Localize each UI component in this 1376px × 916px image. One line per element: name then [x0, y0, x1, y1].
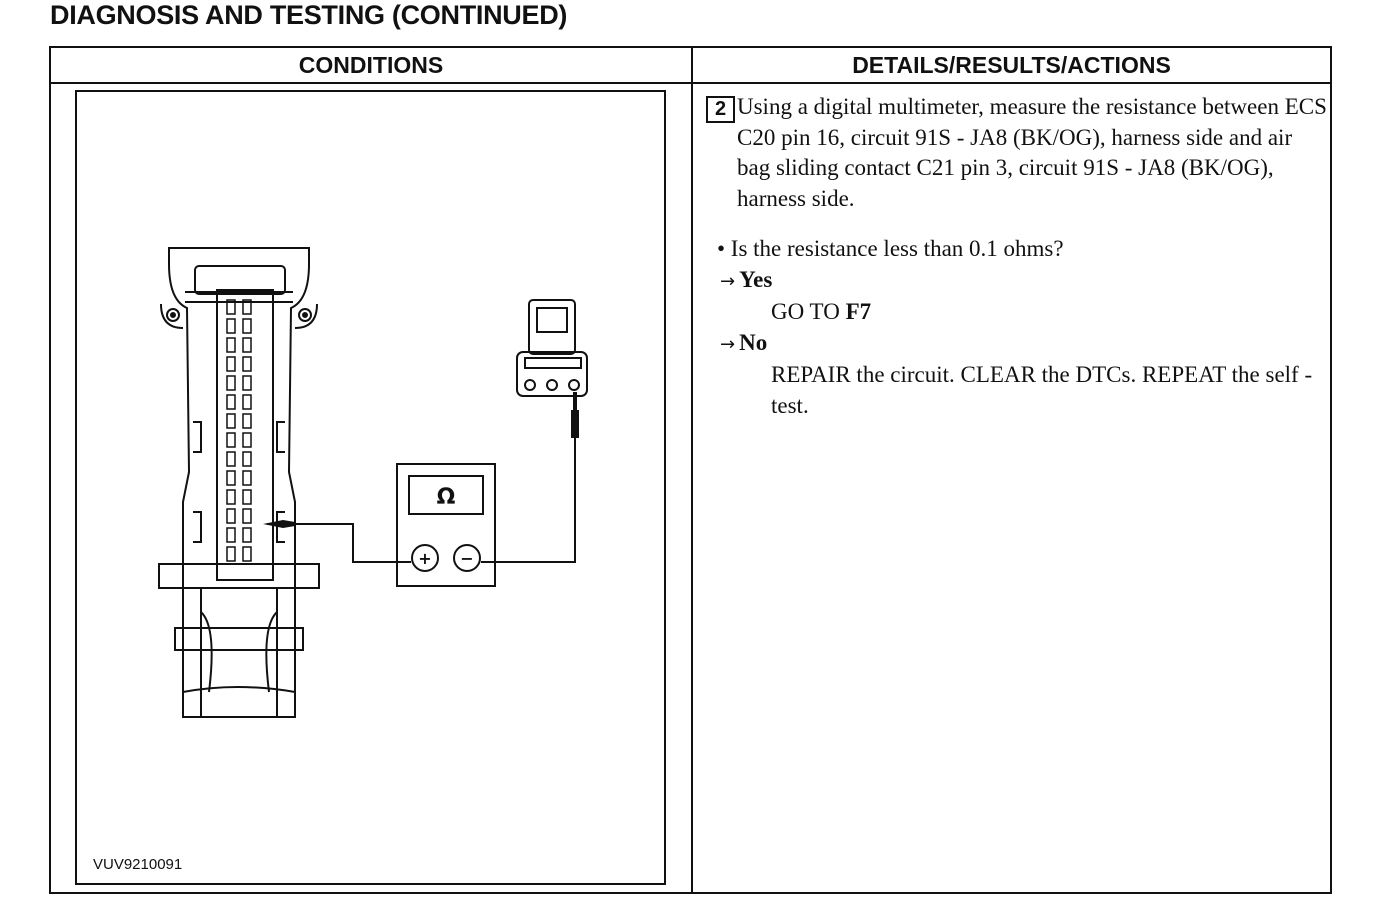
arrow-right-icon: → [720, 270, 736, 292]
answer-yes-action-ref: F7 [845, 299, 872, 324]
pin-cavity [242, 413, 252, 429]
minus-icon: − [460, 549, 473, 568]
positive-test-lead [267, 523, 411, 563]
multimeter-test-diagram: Ω + − [158, 247, 588, 718]
answer-yes-label: Yes [739, 266, 773, 292]
multimeter [396, 463, 496, 587]
pin-cavity [242, 527, 252, 543]
pin-housing [216, 289, 274, 581]
answer-yes-action: GO TO F7 [771, 297, 1331, 328]
answer-no-label: No [739, 329, 768, 355]
pin-cavity [242, 451, 252, 467]
pin-cavity [226, 470, 236, 486]
pin-cavity [242, 375, 252, 391]
ecs-connector-outline [168, 247, 310, 718]
pin-cavity [242, 432, 252, 448]
negative-test-lead [481, 436, 576, 563]
pin-cavity [242, 356, 252, 372]
pin-cavity [226, 318, 236, 334]
pin-cavity [226, 508, 236, 524]
pin-cavity [242, 318, 252, 334]
multimeter-display [408, 475, 484, 515]
pin-cavity [226, 413, 236, 429]
pin-cavity [226, 432, 236, 448]
step-question: • Is the resistance less than 0.1 ohms? [717, 236, 1064, 261]
table-header-row: CONDITIONS DETAILS/RESULTS/ACTIONS [51, 48, 1330, 84]
pin-cavity [226, 451, 236, 467]
answer-no: →No [720, 328, 1331, 361]
pin-cavity [242, 508, 252, 524]
conditions-figure: Ω + − VUV9210091 [75, 90, 666, 885]
conditions-header: CONDITIONS [298, 52, 444, 78]
pin-cavity [242, 337, 252, 353]
arrow-right-icon: → [720, 333, 736, 355]
pin-cavity [226, 489, 236, 505]
step-number-badge: 2 [706, 96, 735, 123]
answer-yes-action-text: GO TO [771, 299, 846, 324]
pin-cavity [226, 546, 236, 562]
page-title: DIAGNOSIS AND TESTING (CONTINUED) [50, 0, 568, 30]
answer-yes: →Yes [720, 265, 1331, 298]
pin-cavity [226, 337, 236, 353]
pin-cavity [242, 546, 252, 562]
pin-cavity [226, 527, 236, 543]
answer-no-action: REPAIR the circuit. CLEAR the DTCs. REPE… [771, 362, 1313, 418]
multimeter-negative-jack [453, 544, 481, 572]
pin-cavity [242, 394, 252, 410]
multimeter-positive-jack [411, 544, 439, 572]
connector-flange-2 [174, 627, 304, 651]
pin-cavity [226, 394, 236, 410]
pin-cavity [242, 489, 252, 505]
pin-cavity [226, 356, 236, 372]
ohm-symbol-icon: Ω [437, 485, 456, 510]
column-divider [691, 48, 693, 892]
connector-latch [194, 265, 286, 295]
pin-cavity [242, 470, 252, 486]
step-instruction: Using a digital multimeter, measure the … [737, 94, 1327, 211]
details-column: 2 Using a digital multimeter, measure th… [706, 92, 1331, 421]
diagnosis-table: CONDITIONS DETAILS/RESULTS/ACTIONS [49, 46, 1332, 894]
plus-icon: + [418, 549, 431, 568]
pin-cavity [226, 299, 236, 315]
figure-code: VUV9210091 [93, 856, 183, 873]
pin-cavity [226, 375, 236, 391]
details-header: DETAILS/RESULTS/ACTIONS [852, 52, 1171, 78]
connector-flange-1 [158, 563, 320, 589]
c21-connector [516, 351, 588, 397]
pin-cavity [242, 299, 252, 315]
connector-pin-cavities [226, 299, 252, 562]
